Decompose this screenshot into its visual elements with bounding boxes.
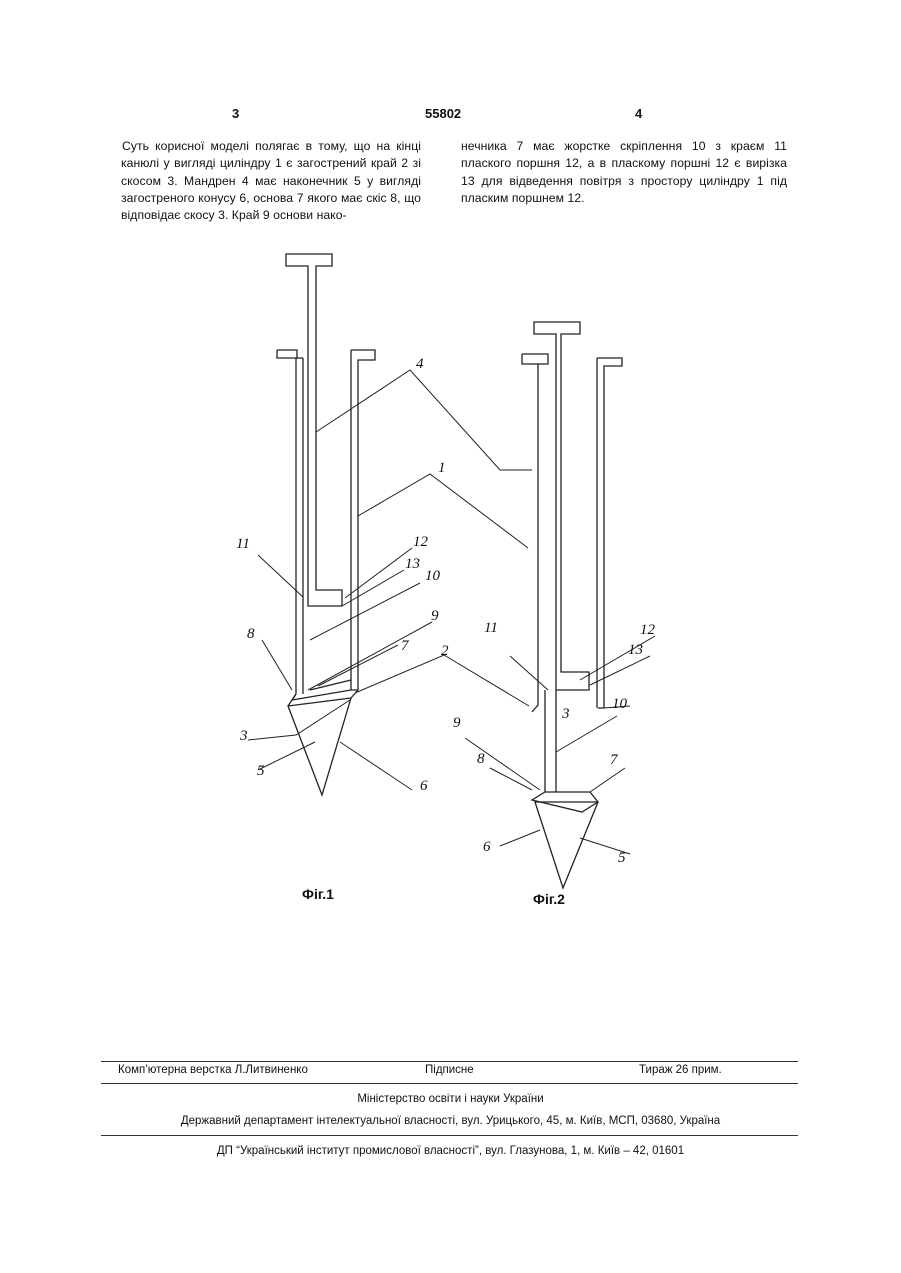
footer-institute: ДП “Український інститут промислової вла… (0, 1145, 901, 1157)
fig2-label-12: 12 (640, 622, 656, 638)
fig1-label-11: 11 (236, 536, 250, 552)
fig1-label-2: 2 (441, 643, 449, 659)
fig1-label-13: 13 (405, 556, 420, 572)
fig1-label-8: 8 (247, 626, 255, 642)
fig1-label-6: 6 (420, 778, 428, 794)
fig1-label-4: 4 (416, 356, 424, 372)
fig2-label-9: 9 (453, 715, 461, 731)
figure-1-caption: Фіг.1 (302, 886, 334, 902)
footer-rule-middle (101, 1083, 798, 1084)
fig1-label-5: 5 (257, 763, 265, 779)
fig2-label-10: 10 (612, 696, 628, 712)
fig2-label-5: 5 (618, 850, 626, 866)
fig1-cannula-left-top (277, 350, 303, 358)
fig1-leader-lines (248, 370, 532, 790)
fig1-cone-tip (288, 698, 351, 795)
fig2-cannula-left (522, 354, 548, 712)
fig1-cannula-left-wall (277, 350, 297, 694)
footer-ministry: Міністерство освіти і науки України (0, 1093, 901, 1105)
fig2-label-8: 8 (477, 751, 485, 767)
fig2-label-3: 3 (561, 706, 570, 722)
fig1-mandrel (286, 254, 342, 606)
footer-rule-bottom (101, 1135, 798, 1136)
fig2-label-7: 7 (610, 752, 619, 768)
figure-2-caption: Фіг.2 (533, 891, 565, 907)
footer-signed: Підписне (425, 1064, 474, 1076)
fig1-label-9: 9 (431, 608, 439, 624)
fig2-rod (545, 690, 556, 792)
fig2-label-13: 13 (628, 642, 643, 658)
fig1-label-10: 10 (425, 568, 441, 584)
footer-typesetting: Комп’ютерна верстка Л.Литвиненко (118, 1064, 308, 1076)
figure-2-drawing (465, 322, 655, 888)
fig2-mandrel (534, 322, 589, 690)
fig2-cone-tip (535, 802, 598, 888)
fig1-label-12: 12 (413, 534, 429, 550)
footer-circulation: Тираж 26 прим. (639, 1064, 722, 1076)
fig1-label-1: 1 (438, 460, 446, 476)
footer-rule-top (101, 1061, 798, 1062)
figure-1-drawing (248, 254, 532, 795)
fig2-cannula-right (597, 358, 622, 708)
fig2-leader-lines (465, 636, 655, 854)
fig2-label-6: 6 (483, 839, 491, 855)
footer-department: Державний департамент інтелектуальної вл… (0, 1115, 901, 1127)
fig2-label-11: 11 (484, 620, 498, 636)
fig1-label-7: 7 (401, 638, 410, 654)
fig1-label-3: 3 (239, 728, 248, 744)
